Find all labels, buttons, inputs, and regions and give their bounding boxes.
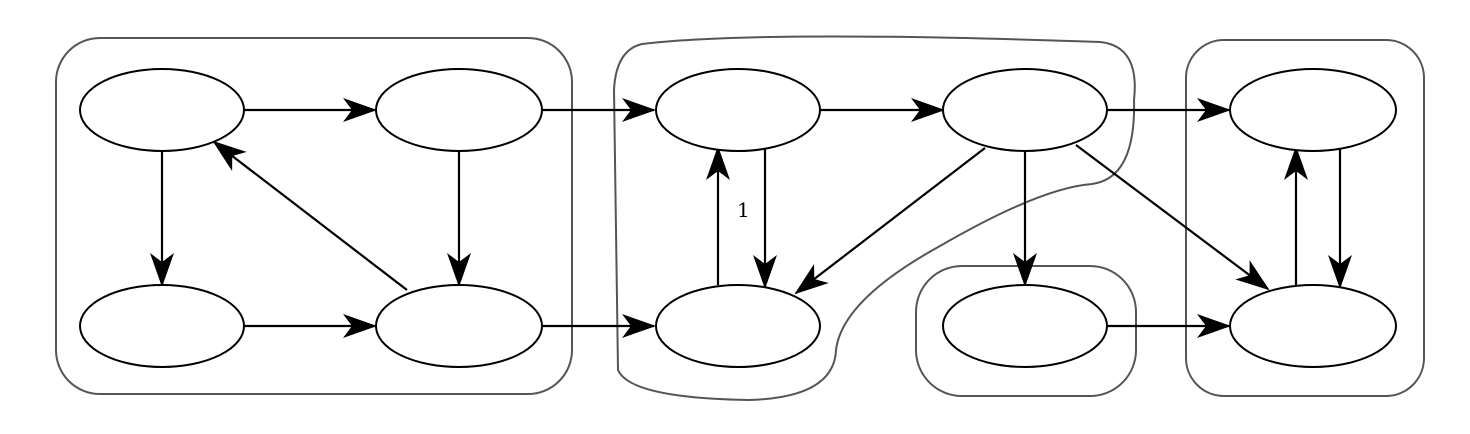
node-n5[interactable] bbox=[655, 68, 821, 152]
node-n6[interactable] bbox=[942, 68, 1108, 152]
node-n1[interactable] bbox=[79, 68, 245, 152]
node-n10[interactable] bbox=[1229, 284, 1397, 368]
edge-label: 1 bbox=[737, 198, 750, 222]
edge-n4-n1 bbox=[212, 140, 408, 291]
edge-n6-n7 bbox=[794, 147, 986, 295]
node-n8[interactable] bbox=[942, 284, 1108, 368]
node-n3[interactable] bbox=[79, 284, 245, 368]
cluster-left bbox=[55, 37, 573, 395]
cluster-right bbox=[1185, 39, 1425, 397]
node-n9[interactable] bbox=[1229, 68, 1397, 152]
cluster-middle bbox=[612, 35, 1136, 402]
node-n7[interactable] bbox=[655, 284, 821, 368]
edge-n6-n10 bbox=[1075, 144, 1270, 291]
node-n2[interactable] bbox=[375, 68, 543, 152]
node-n4[interactable] bbox=[375, 284, 543, 368]
